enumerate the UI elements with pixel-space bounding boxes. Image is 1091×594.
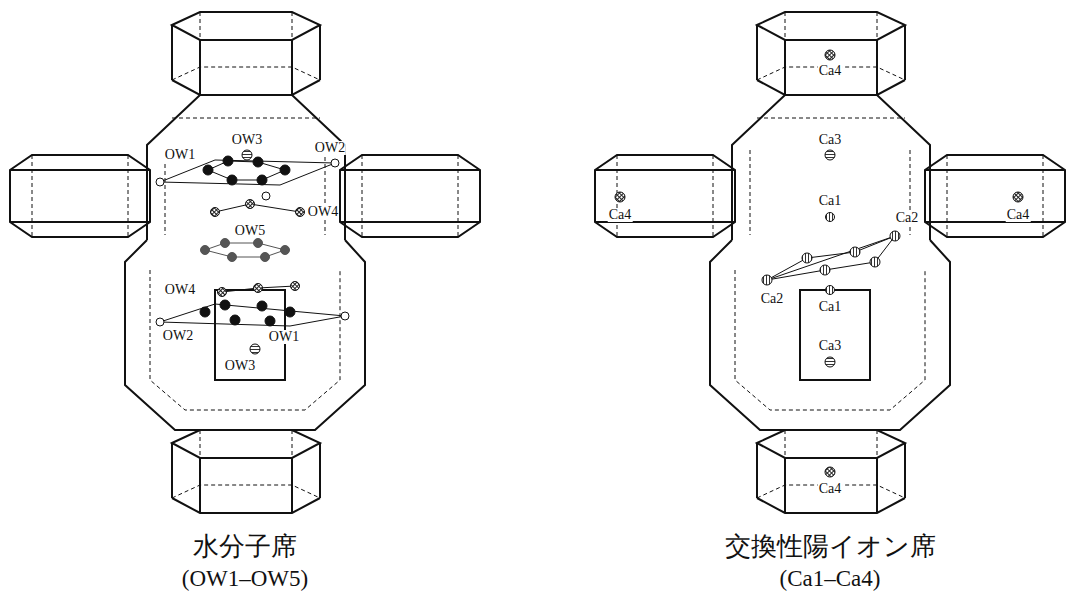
site-label: Ca4 — [818, 482, 843, 496]
site-label: OW2 — [162, 329, 194, 343]
site-label: OW4 — [307, 205, 339, 219]
site-label: Ca4 — [818, 64, 843, 78]
panel-subcaption: (OW1–OW5) — [181, 567, 309, 590]
site-label: OW1 — [268, 330, 300, 344]
site-label: Ca1 — [818, 194, 843, 208]
panel-caption: 交換性陽イオン席 — [724, 533, 937, 559]
site-label: OW3 — [231, 133, 263, 147]
site-label: OW2 — [314, 141, 346, 155]
site-label: Ca2 — [760, 292, 785, 306]
site-label: Ca3 — [818, 133, 843, 147]
site-label: Ca3 — [818, 339, 843, 353]
site-label: OW5 — [234, 224, 266, 238]
cation-sites — [615, 50, 1023, 477]
site-label: Ca4 — [608, 208, 633, 222]
site-label: OW3 — [224, 359, 256, 373]
water-sites — [156, 150, 349, 354]
panel-caption: 水分子席 — [192, 533, 298, 559]
site-label: Ca4 — [1006, 208, 1031, 222]
site-label: Ca1 — [818, 300, 843, 314]
site-label: OW4 — [164, 283, 196, 297]
site-label: Ca2 — [895, 211, 920, 225]
site-label: OW1 — [164, 148, 196, 162]
panel-subcaption: (Ca1–Ca4) — [779, 567, 882, 590]
